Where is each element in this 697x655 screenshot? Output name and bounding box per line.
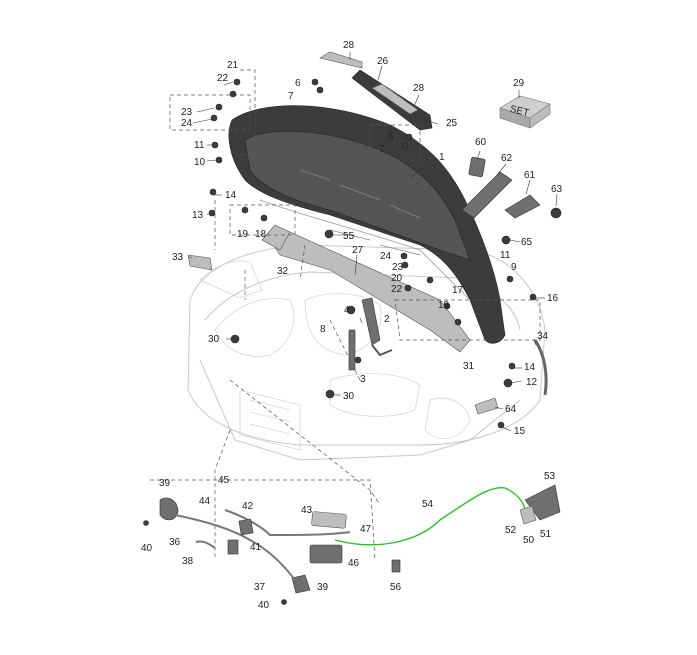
callout-13: 13: [192, 210, 204, 221]
callout-23a: 23: [181, 107, 193, 118]
callout-12: 12: [526, 377, 538, 388]
callout-65: 65: [521, 237, 533, 248]
callout-10: 10: [194, 157, 206, 168]
callout-62: 62: [501, 153, 513, 164]
callout-64: 64: [505, 404, 517, 415]
callout-14b: 14: [524, 362, 536, 373]
set-label: SET: [509, 104, 531, 119]
callout-44: 44: [199, 496, 211, 507]
set-box: SET: [499, 95, 551, 129]
callout-46: 46: [348, 558, 360, 569]
callout-26: 26: [377, 56, 389, 67]
callout-19a: 19: [237, 229, 249, 240]
callout-24b: 24: [380, 251, 392, 262]
callout-5: 5: [388, 132, 394, 143]
callout-21: 21: [227, 60, 239, 71]
callout-1: 1: [439, 152, 445, 163]
callout-22b: 22: [391, 284, 403, 295]
callout-23b: 23: [392, 262, 404, 273]
callout-31: 31: [463, 361, 475, 372]
callout-55: 55: [343, 231, 355, 242]
callout-20: 20: [391, 273, 403, 284]
callout-6: 6: [295, 78, 301, 89]
callout-53: 53: [544, 471, 556, 482]
callout-4: 4: [344, 305, 350, 316]
callout-45: 45: [218, 475, 230, 486]
callout-15: 15: [514, 426, 526, 437]
callout-52: 52: [505, 525, 517, 536]
callout-29: 29: [513, 78, 525, 89]
callout-47: 47: [360, 524, 372, 535]
callout-32: 32: [277, 266, 289, 277]
callout-3: 3: [360, 374, 366, 385]
callout-43: 43: [301, 505, 313, 516]
seal-strip: [319, 51, 433, 131]
callout-60: 60: [475, 137, 487, 148]
callout-56: 56: [390, 582, 402, 593]
callout-39a: 39: [159, 478, 171, 489]
callout-28b: 28: [413, 83, 425, 94]
callout-labels: 1 2 3 4 5 6 7 7 8 9 10 11 11 12 13 14 14…: [141, 40, 563, 611]
callout-24a: 24: [181, 118, 193, 129]
callout-28a: 28: [343, 40, 355, 51]
callout-11b: 11: [500, 250, 511, 261]
callout-18: 18: [255, 229, 267, 240]
callout-7a: 7: [288, 91, 294, 102]
callout-51: 51: [540, 529, 552, 540]
leader-lines: [188, 52, 558, 432]
fasteners: [208, 78, 537, 429]
callout-34: 34: [537, 331, 549, 342]
callout-41: 41: [250, 542, 262, 553]
callout-61: 61: [524, 170, 536, 181]
hood-panel: [228, 105, 506, 344]
trim-parts: [187, 156, 562, 415]
callout-14a: 14: [225, 190, 237, 201]
callout-17: 17: [452, 285, 464, 296]
callout-30a: 30: [208, 334, 220, 345]
gas-strut: [533, 339, 548, 396]
callout-11a: 11: [194, 140, 205, 151]
callout-7b: 7: [379, 144, 385, 155]
callout-19b: 19: [438, 300, 450, 311]
callout-37: 37: [254, 582, 266, 593]
assembly-outlines: [150, 69, 541, 561]
callout-27: 27: [352, 245, 364, 256]
callout-30b: 30: [343, 391, 355, 402]
callout-36: 36: [169, 537, 181, 548]
callout-54: 54: [422, 499, 434, 510]
callout-22a: 22: [217, 73, 229, 84]
callout-63: 63: [551, 184, 563, 195]
callout-38: 38: [182, 556, 194, 567]
callout-16: 16: [547, 293, 559, 304]
callout-39b: 39: [317, 582, 329, 593]
callout-25: 25: [446, 118, 458, 129]
callout-8: 8: [320, 324, 326, 335]
callout-9: 9: [511, 262, 517, 273]
callout-50: 50: [523, 535, 535, 546]
callout-40a: 40: [141, 543, 153, 554]
callout-33: 33: [172, 252, 184, 263]
hood-latch-assembly: [143, 484, 561, 605]
callout-42: 42: [242, 501, 254, 512]
callout-2: 2: [384, 314, 390, 325]
front-seal-rail: [261, 224, 471, 353]
callout-40b: 40: [258, 600, 270, 611]
